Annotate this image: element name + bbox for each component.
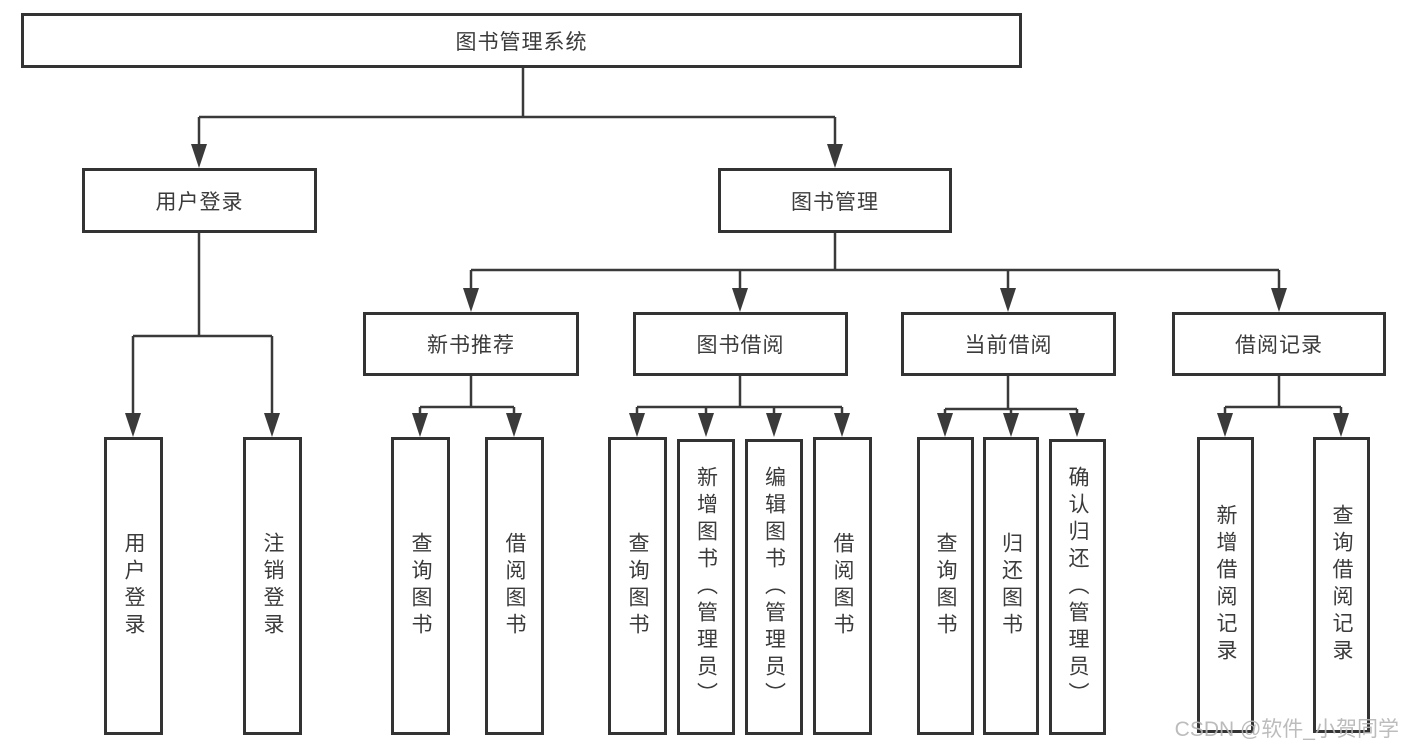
node-label: 注销登录: [261, 532, 284, 640]
node-user-login: 用户登录: [82, 168, 317, 233]
node-label: 图书管理: [791, 190, 879, 214]
node-query-books-borrowing: 查询图书: [608, 437, 667, 735]
node-new-book-recommendation: 新书推荐: [363, 312, 579, 376]
node-borrow-books-recommend: 借阅图书: [485, 437, 544, 735]
node-label: 编辑图书（管理员）: [762, 465, 786, 709]
node-label: 查询图书: [409, 532, 432, 640]
arrowheads-group: [125, 144, 1349, 437]
node-label: 查询借阅记录: [1330, 504, 1353, 666]
arrow-down-icon: [1000, 288, 1016, 312]
node-current-borrowing: 当前借阅: [901, 312, 1116, 376]
arrow-down-icon: [629, 413, 645, 437]
node-label: 借阅图书: [831, 532, 854, 640]
node-label: 确认归还（管理员）: [1066, 465, 1089, 709]
node-confirm-return-admin: 确认归还（管理员）: [1049, 439, 1106, 735]
node-logout: 注销登录: [243, 437, 302, 735]
node-query-books-recommend: 查询图书: [391, 437, 450, 735]
arrow-down-icon: [1217, 413, 1233, 437]
node-add-books-admin: 新增图书（管理员）: [677, 439, 735, 735]
arrow-down-icon: [264, 413, 280, 437]
arrow-down-icon: [463, 288, 479, 312]
node-add-borrow-record: 新增借阅记录: [1197, 437, 1254, 733]
node-query-books-current: 查询图书: [917, 437, 974, 735]
arrow-down-icon: [698, 413, 714, 437]
arrow-down-icon: [1069, 413, 1085, 437]
arrow-down-icon: [412, 413, 428, 437]
node-label: 新书推荐: [427, 334, 515, 357]
node-label: 图书管理系统: [455, 30, 588, 54]
node-label: 归还图书: [999, 532, 1023, 640]
node-label: 用户登录: [122, 532, 145, 640]
connector-lines: [131, 68, 1343, 415]
node-edit-books-admin: 编辑图书（管理员）: [745, 439, 803, 735]
node-label: 借阅记录: [1235, 334, 1323, 357]
arrow-down-icon: [1271, 288, 1287, 312]
node-return-books: 归还图书: [983, 437, 1039, 735]
csdn-watermark: CSDN @软件_小贺同学: [1174, 718, 1399, 741]
node-label: 借阅图书: [503, 532, 526, 640]
node-label: 图书借阅: [696, 334, 785, 357]
arrow-down-icon: [191, 144, 207, 168]
node-label: 当前借阅: [964, 334, 1053, 357]
arrow-down-icon: [732, 288, 748, 312]
arrow-down-icon: [766, 413, 782, 437]
node-user-login-leaf: 用户登录: [104, 437, 163, 735]
node-label: 查询图书: [934, 532, 957, 640]
node-borrowing-records: 借阅记录: [1172, 312, 1386, 376]
node-book-borrowing: 图书借阅: [633, 312, 848, 376]
node-query-borrow-record: 查询借阅记录: [1313, 437, 1370, 733]
arrow-down-icon: [1333, 413, 1349, 437]
arrow-down-icon: [125, 413, 141, 437]
node-label: 用户登录: [155, 190, 244, 214]
arrow-down-icon: [937, 413, 953, 437]
arrow-down-icon: [1003, 413, 1019, 437]
node-book-management: 图书管理: [718, 168, 952, 233]
node-label: 新增借阅记录: [1214, 504, 1237, 666]
arrow-down-icon: [834, 413, 850, 437]
node-label: 新增图书（管理员）: [694, 465, 718, 709]
node-label: 查询图书: [626, 532, 649, 640]
node-root-system: 图书管理系统: [21, 13, 1022, 68]
arrow-down-icon: [827, 144, 843, 168]
node-borrow-books-borrowing: 借阅图书: [813, 437, 872, 735]
arrow-down-icon: [506, 413, 522, 437]
